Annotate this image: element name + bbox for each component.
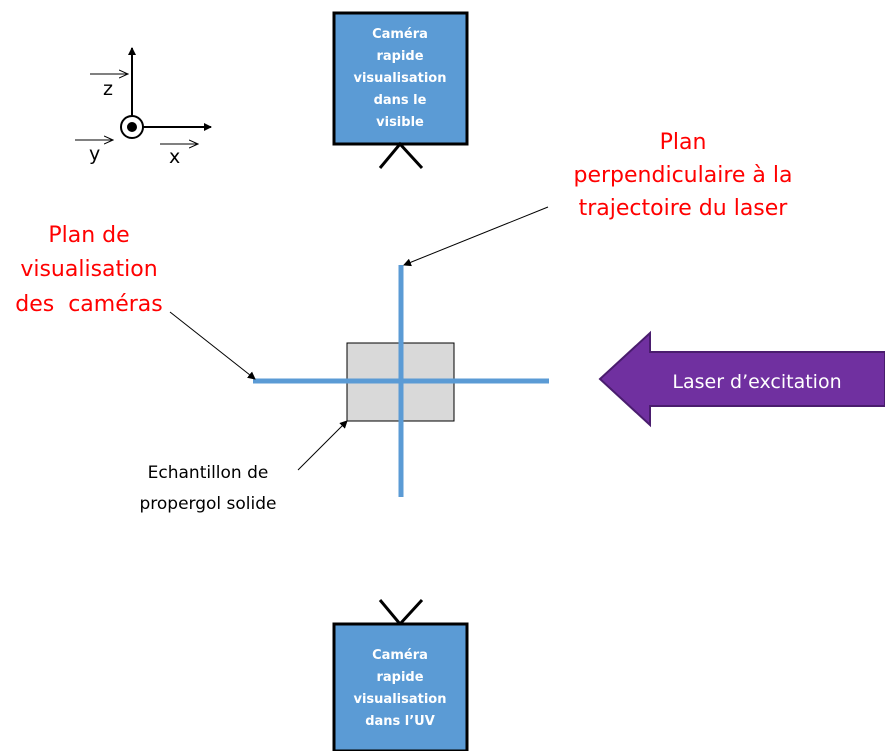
sample-pointer: [297, 420, 348, 471]
camera-visible-box: [332, 11, 469, 146]
camera-uv-box: [332, 622, 469, 751]
sample-label-line-1: Echantillon de: [148, 463, 269, 483]
perpendicular-plane-line-1: Plan: [660, 130, 707, 155]
camera-uv-line-1: Caméra: [372, 648, 428, 663]
laser-arrow: Laser d’excitation: [598, 330, 885, 428]
perpendicular-plane-annotation: Plan perpendiculaire à la trajectoire du…: [403, 130, 793, 267]
camera-visible-line-1: Caméra: [372, 27, 428, 42]
camera-plane-pointer: [169, 311, 256, 380]
y-axis-label: y: [89, 143, 100, 165]
perpendicular-plane-line-3: trajectoire du laser: [579, 196, 789, 221]
camera-plane-line-1: Plan de: [48, 223, 129, 248]
camera-uv: Caméra rapide visualisation dans l’UV: [332, 598, 469, 751]
sample-annotation: Echantillon de propergol solide: [139, 420, 348, 514]
camera-visible: Caméra rapide visualisation dans le visi…: [332, 11, 469, 170]
z-axis-label: z: [103, 78, 113, 100]
camera-uv-line-2: rapide: [376, 670, 423, 685]
sample-label-line-2: propergol solide: [139, 494, 276, 514]
camera-plane-line-3: des caméras: [15, 292, 162, 317]
laser-arrow-shape: [598, 330, 885, 428]
perpendicular-plane-pointer: [403, 206, 549, 267]
x-axis-label: x: [169, 146, 180, 168]
camera-visible-line-3: visualisation: [354, 71, 447, 86]
camera-visible-stand-icon: [378, 141, 424, 170]
camera-uv-stand-icon: [378, 598, 424, 627]
camera-visible-line-4: dans le: [374, 93, 427, 108]
coordinate-axes-icon: z y x: [75, 47, 212, 168]
camera-visible-line-5: visible: [376, 115, 424, 130]
camera-plane-annotation: Plan de visualisation des caméras: [15, 223, 256, 380]
camera-plane-line-2: visualisation: [20, 257, 157, 282]
camera-uv-line-4: dans l’UV: [365, 714, 435, 729]
laser-label: Laser d’excitation: [672, 371, 841, 393]
camera-uv-line-3: visualisation: [354, 692, 447, 707]
camera-visible-line-2: rapide: [376, 49, 423, 64]
perpendicular-plane-line-2: perpendiculaire à la: [574, 163, 793, 188]
y-axis-out-dot: [127, 122, 137, 132]
